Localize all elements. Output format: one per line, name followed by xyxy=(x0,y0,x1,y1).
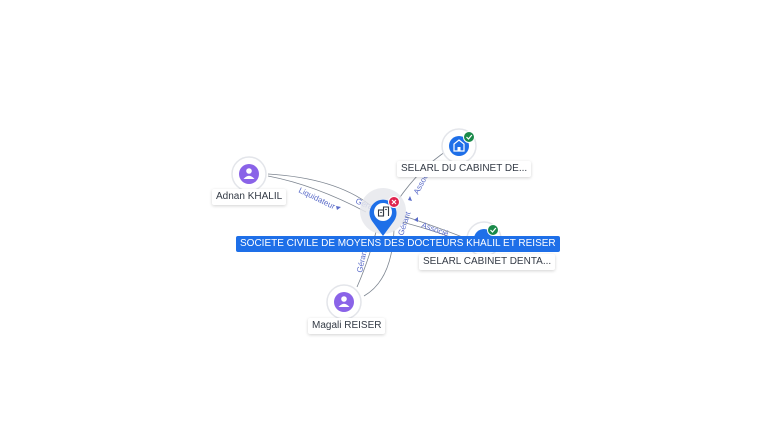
edge-adnan-liquidateur[interactable] xyxy=(267,175,367,213)
arrow-liquidateur xyxy=(336,206,341,210)
node-magali-reiser[interactable] xyxy=(326,284,362,320)
magali-reiser-label[interactable]: Magali REISER xyxy=(308,318,386,334)
node-center-company[interactable] xyxy=(360,188,406,236)
node-adnan-khalil[interactable] xyxy=(231,156,267,192)
building-icon xyxy=(377,206,390,217)
person-icon xyxy=(338,296,350,307)
active-check-badge xyxy=(463,131,475,143)
arrow-selarl-du xyxy=(408,196,412,201)
arrow-selarl-dentaire xyxy=(414,217,418,222)
person-icon xyxy=(243,168,255,179)
edge-adnan-gerant[interactable] xyxy=(267,173,371,206)
edge-arrows xyxy=(336,196,418,222)
center-company-label[interactable]: SOCIETE CIVILE DE MOYENS DES DOCTEURS KH… xyxy=(236,236,560,252)
building-icon xyxy=(453,139,465,152)
selarl-du-cabinet-label[interactable]: SELARL DU CABINET DE... xyxy=(397,161,532,177)
selarl-cabinet-dentaire-label[interactable]: SELARL CABINET DENTA... xyxy=(419,254,556,270)
node-selarl-du-cabinet[interactable] xyxy=(441,128,477,164)
active-check-badge xyxy=(487,224,499,236)
closed-x-badge xyxy=(388,196,400,208)
adnan-khalil-label[interactable]: Adnan KHALIL xyxy=(212,189,287,205)
